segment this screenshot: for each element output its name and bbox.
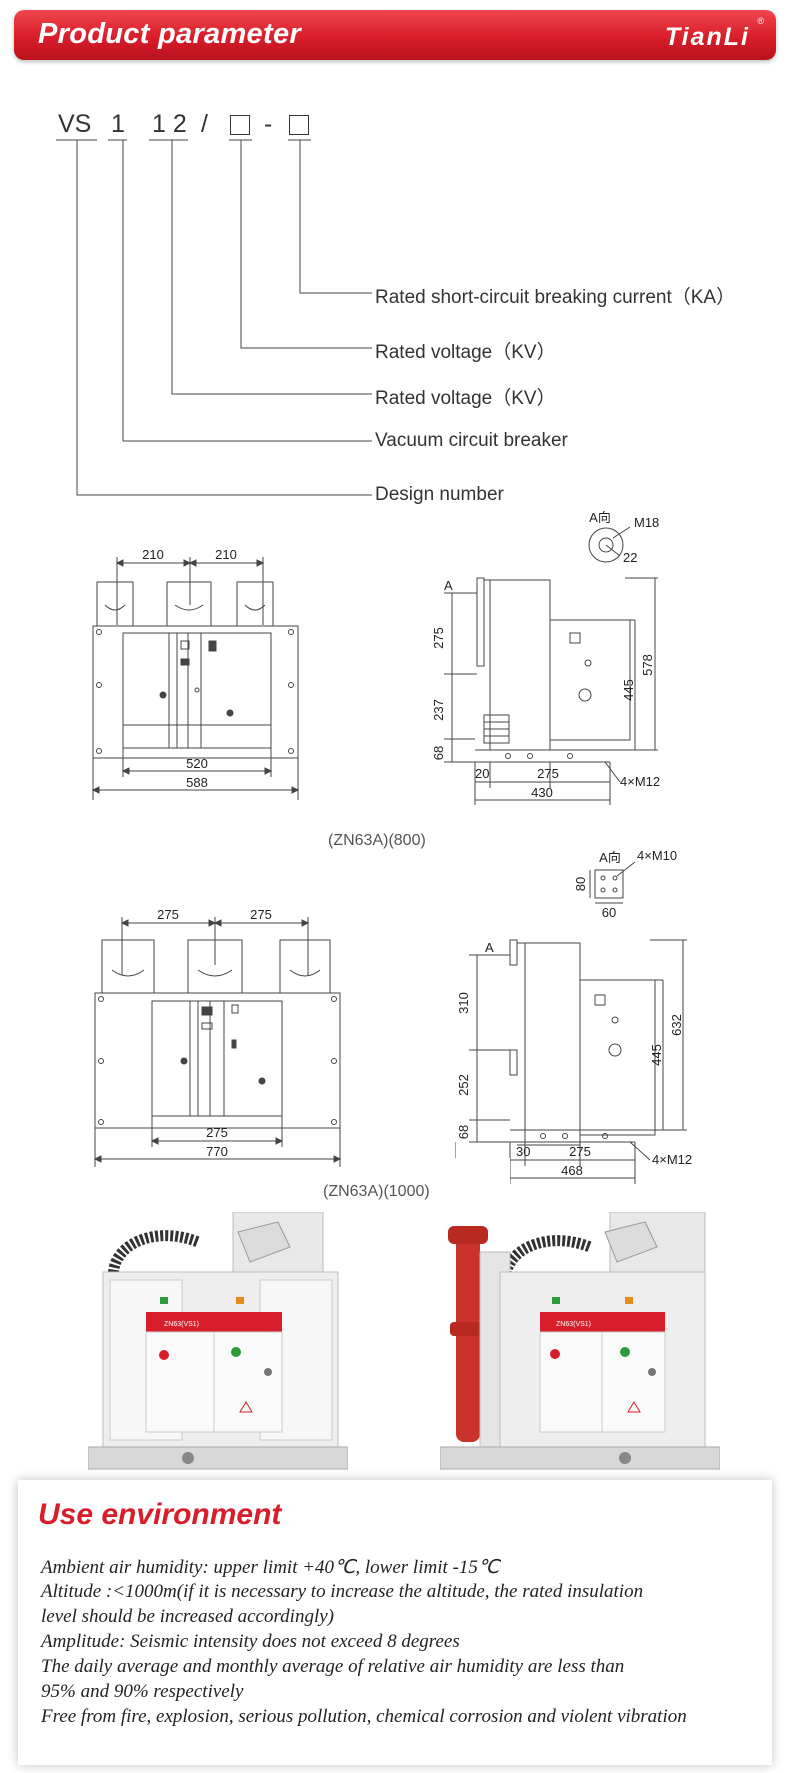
side-1000-v3: 68 <box>456 1125 471 1139</box>
detail-1000-v: 80 <box>573 877 588 891</box>
code-1: 1 <box>111 110 125 138</box>
param-rated-voltage-1: Rated voltage（KV） <box>375 342 556 363</box>
detail-800-thread: M18 <box>634 515 659 530</box>
param-breaking-current: Rated short-circuit breaking current（KA） <box>375 287 736 308</box>
side-1000-v1: 310 <box>456 992 471 1014</box>
side-1000-r1: 445 <box>649 1044 664 1066</box>
env-line-free-from: Free from fire, explosion, serious pollu… <box>41 1706 687 1727</box>
use-environment-card: Use environment Ambient air humidity: up… <box>18 1480 772 1765</box>
detail-1000-h: 60 <box>602 905 616 920</box>
side-800-r2: 578 <box>640 654 655 676</box>
dim-1000-top-b: 275 <box>250 907 272 922</box>
nameplate-right: ZN63(VS1) <box>556 1321 591 1328</box>
dim-800-bottom-outer: 588 <box>186 775 208 790</box>
use-environment-title: Use environment <box>38 1498 282 1531</box>
side-800-v3: 68 <box>431 746 446 760</box>
detail-1000-thread: 4×M10 <box>637 848 677 863</box>
caption-800: (ZN63A)(800) <box>328 832 426 849</box>
param-rated-voltage-2: Rated voltage（KV） <box>375 388 556 409</box>
side-800-r1: 445 <box>621 679 636 701</box>
side-1000-h1: 30 <box>516 1144 530 1159</box>
code-box-voltage <box>230 115 250 135</box>
registered-mark: ® <box>757 16 764 26</box>
dim-1000-bottom-inner: 275 <box>206 1125 228 1140</box>
side-800-arrow: A <box>444 578 453 593</box>
code-slash: / <box>201 110 208 138</box>
code-vs: VS <box>58 110 92 138</box>
product-photo-right: ZN63(VS1) <box>440 1212 720 1470</box>
side-1000-r2: 632 <box>669 1014 684 1036</box>
dim-800-top-b: 210 <box>215 547 237 562</box>
code-dash: - <box>264 110 273 138</box>
code-12: 12 <box>152 110 194 138</box>
side-drawing-800: A向 M18 22 A 275 237 68 20 275 430 445 57… <box>431 510 660 805</box>
detail-1000-label: A向 <box>599 850 621 865</box>
header-banner: Product parameter TianLi ® <box>14 10 776 60</box>
side-800-h3: 430 <box>531 785 553 800</box>
env-line-altitude: Altitude :<1000m(if it is necessary to i… <box>41 1581 644 1602</box>
side-800-bolt: 4×M12 <box>620 774 660 789</box>
side-1000-h3: 468 <box>561 1163 583 1178</box>
side-drawing-1000: A向 4×M10 80 60 A 310 252 68 445 632 <box>455 848 687 1158</box>
detail-800-depth: 22 <box>623 550 637 565</box>
front-drawing-800: 210 210 520 588 <box>91 547 300 800</box>
nameplate-left: ZN63(VS1) <box>164 1321 199 1328</box>
env-line-humidity-limit: Ambient air humidity: upper limit +40℃, … <box>41 1557 500 1578</box>
code-leader-lines <box>56 139 372 496</box>
side-800-h2: 275 <box>537 766 559 781</box>
side-1000-v2: 252 <box>456 1074 471 1096</box>
env-line-relative-humidity: The daily average and monthly average of… <box>41 1656 625 1677</box>
product-photo-left: ZN63(VS1) <box>88 1212 348 1470</box>
caption-1000: (ZN63A)(1000) <box>323 1183 430 1200</box>
dim-800-bottom-inner: 520 <box>186 756 208 771</box>
param-vacuum-breaker: Vacuum circuit breaker <box>375 430 568 451</box>
side-1000-h2: 275 <box>569 1144 591 1159</box>
code-box-current <box>289 115 309 135</box>
front-drawing-1000: 275 275 275 770 <box>93 907 342 1167</box>
page-title: Product parameter <box>38 18 301 50</box>
side-1000-arrow: A <box>485 940 494 955</box>
dim-800-top-a: 210 <box>142 547 164 562</box>
env-line-amplitude: Amplitude: Seismic intensity does not ex… <box>41 1631 460 1652</box>
side-800-v2: 237 <box>431 699 446 721</box>
env-line-relative-humidity-cont: 95% and 90% respectively <box>41 1681 244 1702</box>
env-line-altitude-cont: level should be increased accordingly) <box>41 1606 334 1627</box>
param-design-number: Design number <box>375 484 504 505</box>
detail-800-label: A向 <box>589 510 611 525</box>
dim-1000-top-a: 275 <box>157 907 179 922</box>
brand-logo: TianLi <box>664 23 750 51</box>
side-800-h1: 20 <box>475 766 489 781</box>
side-1000-bolt: 4×M12 <box>652 1152 692 1167</box>
side-800-v1: 275 <box>431 627 446 649</box>
side-1000-bottom-dims: 30 275 468 4×M12 <box>510 1142 692 1184</box>
dim-1000-bottom-outer: 770 <box>206 1144 228 1159</box>
